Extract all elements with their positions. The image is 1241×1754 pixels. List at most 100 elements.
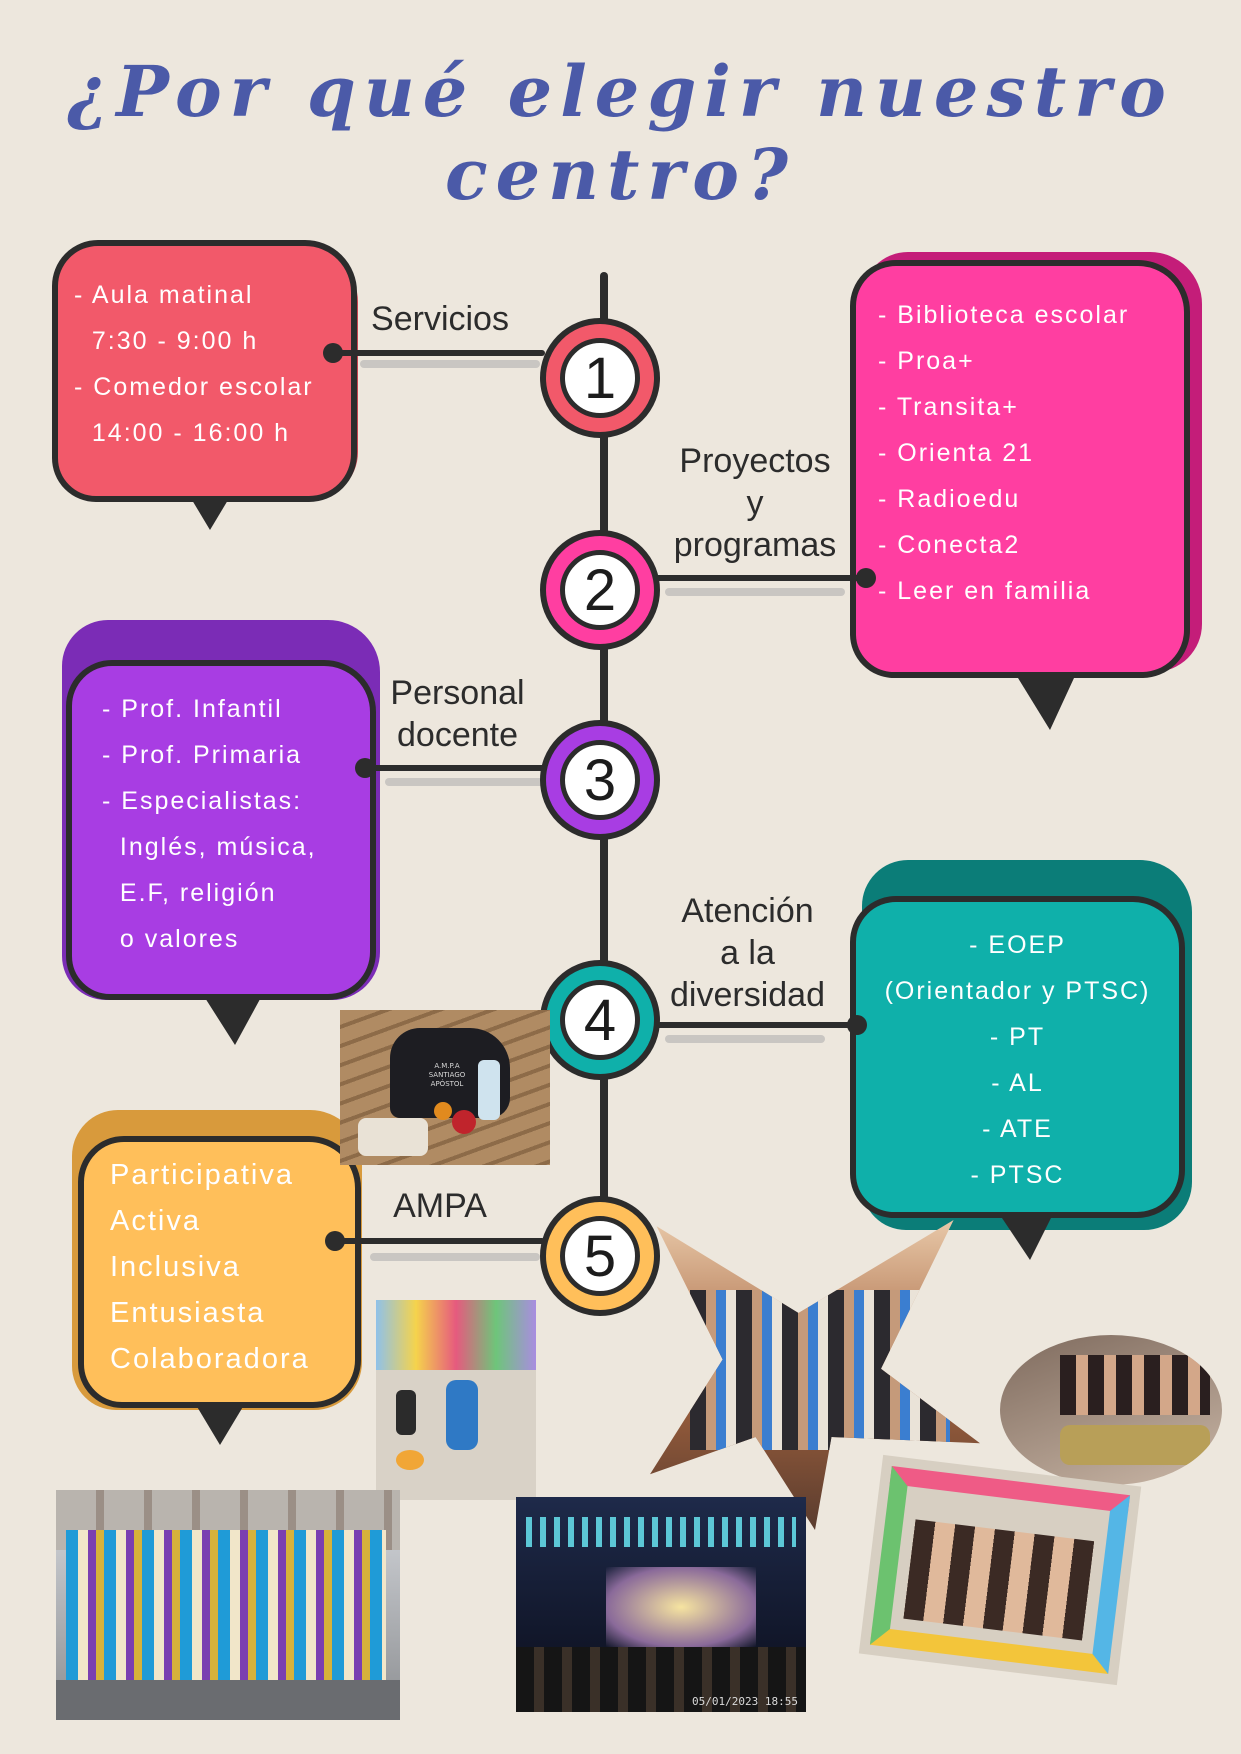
photo-child <box>396 1390 416 1435</box>
label-line: diversidad <box>670 976 825 1014</box>
list-item: - Especialistas: <box>102 787 303 815</box>
list-item: - Prof. Infantil <box>102 695 283 723</box>
list-item: - EOEP <box>969 931 1066 959</box>
connector-4-shadow <box>665 1035 825 1043</box>
bubble-services: - Aula matinal 7:30 - 9:00 h - Comedor e… <box>52 240 357 502</box>
label-line: Atención <box>681 892 814 930</box>
node-2-number: 2 <box>560 550 640 630</box>
list-item: Entusiasta <box>110 1297 266 1329</box>
node-5: 5 <box>540 1196 660 1316</box>
photo-carnival <box>56 1490 400 1720</box>
label-line: programas <box>673 526 837 564</box>
connector-4-dot <box>847 1015 867 1035</box>
node-1-number: 1 <box>560 338 640 418</box>
list-item: Participativa <box>110 1159 294 1191</box>
photo-crowd <box>690 1290 950 1450</box>
connector-5 <box>340 1238 545 1244</box>
photo-table <box>1060 1425 1210 1465</box>
connector-3 <box>365 765 545 771</box>
list-item: - Transita+ <box>878 393 1019 421</box>
label-line: a la <box>720 934 775 972</box>
node-4-number: 4 <box>560 980 640 1060</box>
list-item: - ATE <box>982 1115 1053 1143</box>
node-4: 4 <box>540 960 660 1080</box>
label-diversity: Atención a la diversidad <box>655 890 840 1016</box>
label-services: Servicios <box>371 300 509 338</box>
connector-2-shadow <box>665 588 845 596</box>
connector-3-shadow <box>385 778 545 786</box>
connector-2 <box>650 575 865 581</box>
label-line: y <box>746 484 764 522</box>
photo-snack <box>358 1118 428 1156</box>
label-line: docente <box>397 716 518 754</box>
photo-bag-caption: A.M.P.A SANTIAGO APÓSTOL <box>428 1062 466 1088</box>
photo-mural <box>376 1300 536 1370</box>
node-2: 2 <box>540 530 660 650</box>
photo-bottle <box>478 1060 500 1120</box>
connector-5-shadow <box>370 1253 540 1261</box>
page-title: ¿Por qué elegir nuestro centro? <box>67 50 1174 216</box>
node-1: 1 <box>540 318 660 438</box>
services-list: - Aula matinal 7:30 - 9:00 h - Comedor e… <box>74 272 314 456</box>
bubble-ampa: Participativa Activa Inclusiva Entusiast… <box>78 1136 361 1408</box>
connector-5-dot <box>325 1231 345 1251</box>
list-item: Inclusiva <box>110 1251 241 1283</box>
photo-ampa-bag: A.M.P.A SANTIAGO APÓSTOL <box>340 1010 550 1165</box>
connector-2-dot <box>856 568 876 588</box>
photo-kids <box>1060 1355 1210 1415</box>
photo-timestamp: 05/01/2023 18:55 <box>692 1695 798 1708</box>
ampa-list: Participativa Activa Inclusiva Entusiast… <box>110 1152 310 1382</box>
list-item: Activa <box>110 1205 201 1237</box>
photo-fruit <box>434 1102 452 1120</box>
list-item: 7:30 - 9:00 h <box>74 327 259 355</box>
node-5-number: 5 <box>560 1216 640 1296</box>
bubble-projects: - Biblioteca escolar - Proa+ - Transita+… <box>850 260 1190 678</box>
photo-kids-frame <box>858 1454 1142 1686</box>
list-item: - PT <box>989 1023 1046 1051</box>
list-item: - Comedor escolar <box>74 373 314 401</box>
photo-street <box>56 1680 400 1720</box>
connector-1-dot <box>323 343 343 363</box>
list-item: - PTSC <box>970 1161 1065 1189</box>
node-3: 3 <box>540 720 660 840</box>
photo-lights <box>526 1517 796 1547</box>
list-item: - AL <box>991 1069 1044 1097</box>
list-item: - Biblioteca escolar <box>878 301 1130 329</box>
list-item: - Radioedu <box>878 485 1021 513</box>
list-item: - Orienta 21 <box>878 439 1035 467</box>
list-item: - Aula matinal <box>74 281 254 309</box>
photo-audience <box>516 1647 806 1712</box>
label-line: Proyectos <box>679 442 831 480</box>
list-item: - Proa+ <box>878 347 975 375</box>
photo-fruit <box>452 1110 476 1134</box>
list-item: - Conecta2 <box>878 531 1021 559</box>
label-projects: Proyectos y programas <box>660 440 850 566</box>
photo-stage-glow <box>606 1567 756 1647</box>
photo-night-fair: 05/01/2023 18:55 <box>516 1497 806 1712</box>
node-3-number: 3 <box>560 740 640 820</box>
projects-list: - Biblioteca escolar - Proa+ - Transita+… <box>878 292 1129 614</box>
label-line: Personal <box>390 674 525 712</box>
connector-3-dot <box>355 758 375 778</box>
label-staff: Personal docente <box>370 672 545 756</box>
list-item: o valores <box>102 925 240 953</box>
bubble-diversity: - EOEP (Orientador y PTSC) - PT - AL - A… <box>850 896 1185 1218</box>
connector-4 <box>650 1022 860 1028</box>
list-item: - Leer en familia <box>878 577 1092 605</box>
connector-1 <box>335 350 545 356</box>
photo-hoop <box>396 1450 424 1470</box>
list-item: 14:00 - 16:00 h <box>74 419 291 447</box>
photo-classroom-oval <box>1000 1335 1222 1485</box>
photo-playground <box>376 1300 536 1500</box>
bubble-staff: - Prof. Infantil - Prof. Primaria - Espe… <box>66 660 376 1000</box>
photo-dancers <box>66 1530 386 1680</box>
connector-1-shadow <box>360 360 540 368</box>
list-item: Inglés, música, <box>102 833 317 861</box>
list-item: E.F, religión <box>102 879 277 907</box>
photo-child <box>446 1380 478 1450</box>
label-ampa: AMPA <box>393 1187 487 1225</box>
staff-list: - Prof. Infantil - Prof. Primaria - Espe… <box>102 686 317 962</box>
list-item: Colaboradora <box>110 1343 310 1375</box>
list-item: - Prof. Primaria <box>102 741 303 769</box>
